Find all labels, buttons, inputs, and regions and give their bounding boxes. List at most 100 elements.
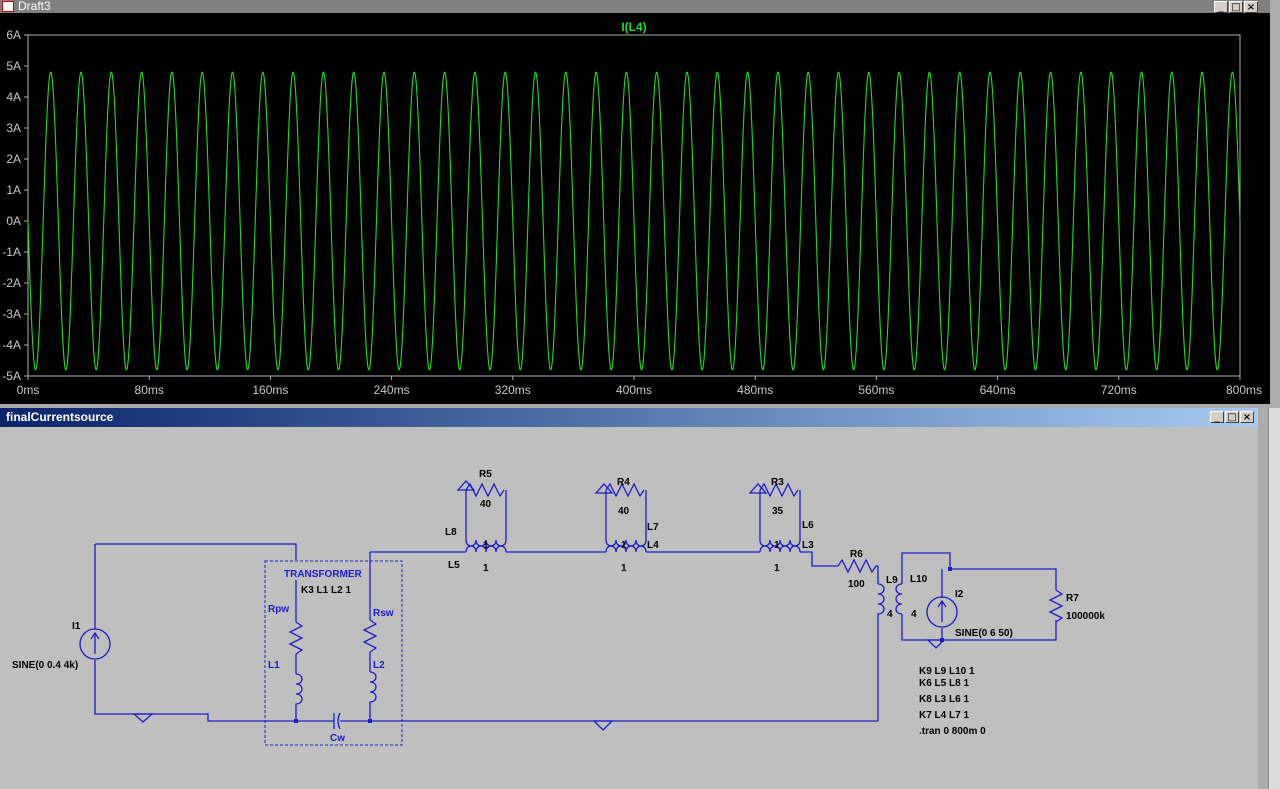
app-icon <box>2 1 14 12</box>
resistor-r7 <box>1048 589 1064 623</box>
label-l3[interactable]: L3 <box>802 540 814 551</box>
schematic-titlebar[interactable]: finalCurrentsource _ □ × <box>0 408 1258 427</box>
maximize-button[interactable]: □ <box>1225 411 1239 423</box>
waveform-titlebar[interactable]: Draft3 _ □ × <box>0 0 1270 13</box>
minimize-button[interactable]: _ <box>1210 411 1224 423</box>
ground-r3 <box>748 483 768 494</box>
value-r7[interactable]: 100000k <box>1066 611 1105 622</box>
label-r7[interactable]: R7 <box>1066 593 1079 604</box>
node <box>940 638 944 642</box>
inductor-l4 <box>605 545 647 553</box>
schematic-canvas[interactable]: R5 40 R4 40 R3 35 L8 L5 L7 L4 L6 L3 1 1 … <box>0 427 1258 789</box>
wire <box>901 552 1057 590</box>
node <box>368 719 372 723</box>
label-l5[interactable]: L5 <box>448 560 460 571</box>
directive-k8[interactable]: K8 L3 L6 1 <box>919 694 969 705</box>
ground-symbol <box>592 720 614 731</box>
x-tick-label: 400ms <box>616 383 652 397</box>
current-source-i1 <box>79 628 111 660</box>
directive-k9[interactable]: K9 L9 L10 1 <box>919 666 975 677</box>
label-l7[interactable]: L7 <box>647 522 659 533</box>
resistor-rpw <box>288 621 304 655</box>
label-r4[interactable]: R4 <box>617 477 630 488</box>
label-cw[interactable]: Cw <box>330 733 345 744</box>
inductor-l2 <box>369 671 377 721</box>
label-l2[interactable]: L2 <box>373 660 385 671</box>
value-r4[interactable]: 40 <box>618 506 630 517</box>
y-tick-label: 0A <box>6 214 21 228</box>
value-r6[interactable]: 100 <box>848 579 865 590</box>
inductor-l10 <box>895 583 903 615</box>
label-l6[interactable]: L6 <box>802 520 814 531</box>
window-title: Draft3 <box>18 0 51 13</box>
resistor-r6 <box>837 558 877 574</box>
label-i2[interactable]: I2 <box>955 589 964 600</box>
value-r5[interactable]: 40 <box>480 499 492 510</box>
y-tick-label: 6A <box>6 28 21 42</box>
resistor-rsw <box>362 619 378 653</box>
directive-k7[interactable]: K7 L4 L7 1 <box>919 710 969 721</box>
label-rsw[interactable]: Rsw <box>373 608 394 619</box>
label-rpw[interactable]: Rpw <box>268 604 289 615</box>
node <box>948 567 952 571</box>
value-l9[interactable]: 4 <box>887 609 893 620</box>
label-transformer[interactable]: TRANSFORMER <box>284 569 363 580</box>
x-tick-label: 80ms <box>135 383 164 397</box>
arrow-icon <box>937 599 947 622</box>
label-r6[interactable]: R6 <box>850 549 863 560</box>
value-l3[interactable]: 1 <box>774 563 780 574</box>
ground-symbol <box>132 713 154 723</box>
current-source-i2 <box>926 596 958 628</box>
label-r5[interactable]: R5 <box>479 469 492 480</box>
value-l8[interactable]: 1 <box>483 540 489 551</box>
schematic-window: finalCurrentsource _ □ × <box>0 408 1258 789</box>
inductor-l6 <box>759 539 801 547</box>
close-button[interactable]: × <box>1244 1 1258 13</box>
value-l10[interactable]: 4 <box>911 609 917 620</box>
y-tick-label: 1A <box>6 183 21 197</box>
ground-symbol <box>926 639 946 649</box>
value-r3[interactable]: 35 <box>772 506 784 517</box>
arrow-icon <box>90 631 100 654</box>
label-l1[interactable]: L1 <box>268 660 280 671</box>
value-l7[interactable]: 1 <box>621 540 627 551</box>
maximize-button[interactable]: □ <box>1229 1 1243 13</box>
y-tick-label: 4A <box>6 90 21 104</box>
y-tick-label: 3A <box>6 121 21 135</box>
wire <box>605 490 647 540</box>
minimize-button[interactable]: _ <box>1214 1 1228 13</box>
ground-r4 <box>594 483 614 494</box>
label-l9[interactable]: L9 <box>886 575 898 586</box>
wire <box>95 543 297 560</box>
value-l4[interactable]: 1 <box>621 563 627 574</box>
value-i1[interactable]: SINE(0 0.4 4k) <box>12 660 78 671</box>
y-tick-label: -4A <box>2 338 21 352</box>
window-title: finalCurrentsource <box>6 410 114 424</box>
value-l5[interactable]: 1 <box>483 563 489 574</box>
directive-k3[interactable]: K3 L1 L2 1 <box>301 585 351 596</box>
inductor-l3 <box>759 545 801 553</box>
wire <box>465 490 507 540</box>
label-r3[interactable]: R3 <box>771 477 784 488</box>
plot-title[interactable]: I(L4) <box>621 20 646 34</box>
y-tick-label: -3A <box>2 307 21 321</box>
close-button[interactable]: × <box>1240 411 1254 423</box>
label-l10[interactable]: L10 <box>910 574 928 585</box>
directive-tran[interactable]: .tran 0 800m 0 <box>919 726 986 737</box>
value-i2[interactable]: SINE(0 6 50) <box>955 628 1013 639</box>
inductor-l5 <box>465 545 507 553</box>
label-i1[interactable]: I1 <box>72 621 81 632</box>
value-l6[interactable]: 1 <box>774 540 780 551</box>
x-tick-label: 0ms <box>17 383 40 397</box>
directive-k6[interactable]: K6 L5 L8 1 <box>919 678 969 689</box>
x-tick-label: 480ms <box>737 383 773 397</box>
capacitor-cw <box>333 712 341 730</box>
label-l8[interactable]: L8 <box>445 527 457 538</box>
label-l4[interactable]: L4 <box>647 540 659 551</box>
x-tick-label: 160ms <box>252 383 288 397</box>
resistor-r4 <box>605 482 645 498</box>
y-tick-label: -5A <box>2 369 21 383</box>
vertical-scrollbar[interactable] <box>1268 408 1280 789</box>
